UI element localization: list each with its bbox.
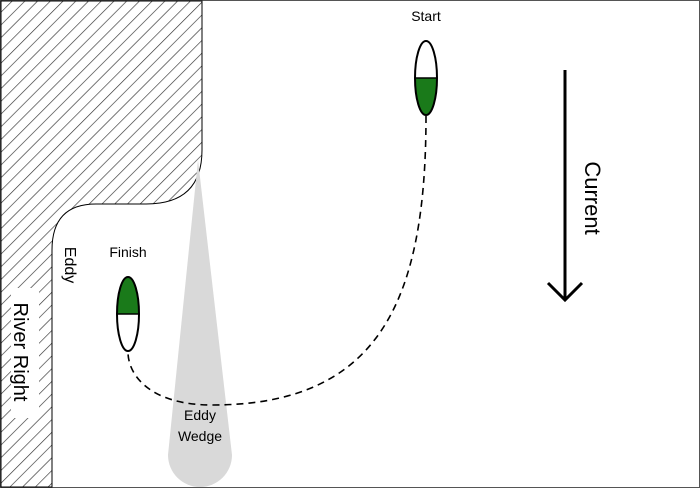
eddy-wedge-label-line2: Wedge [178, 428, 222, 444]
start-boat-icon [414, 40, 438, 116]
finish-label: Finish [109, 244, 146, 260]
finish-boat-icon [116, 276, 140, 352]
eddy-wedge-label-line1: Eddy [184, 407, 216, 423]
river-right-label: River Right [9, 303, 31, 402]
eddy-label: Eddy [61, 247, 78, 283]
river-bank [0, 0, 203, 488]
start-label: Start [411, 8, 441, 24]
current-arrow-icon [546, 70, 584, 303]
current-label: Current [580, 161, 605, 234]
river-right-label-bg [11, 288, 39, 418]
